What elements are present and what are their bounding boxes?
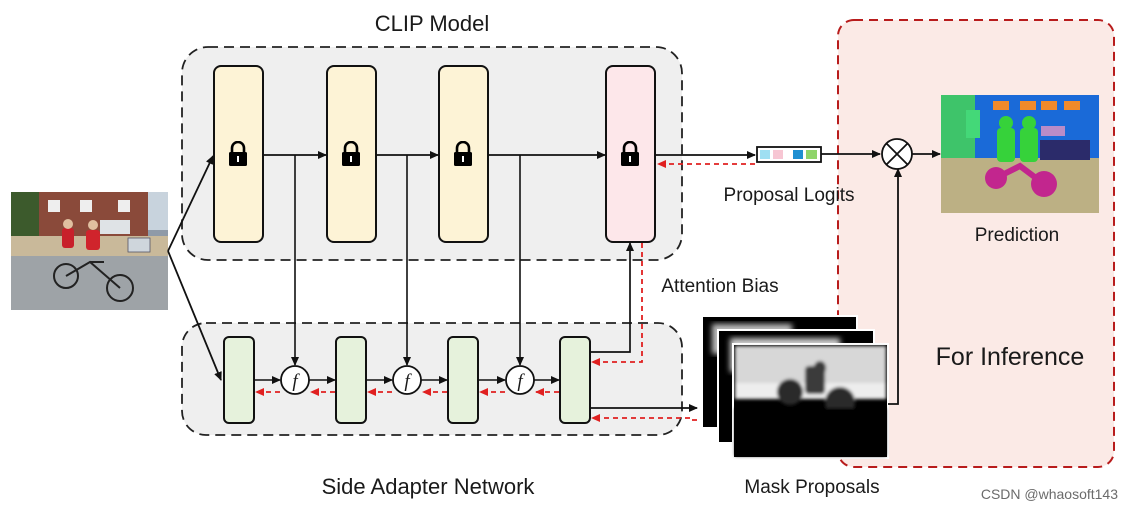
input-image bbox=[11, 192, 168, 310]
side-adapter-network-group bbox=[181, 322, 683, 436]
svg-text:f: f bbox=[404, 371, 412, 392]
san-block-1 bbox=[223, 336, 255, 424]
mask-proposals-label: Mask Proposals bbox=[744, 477, 879, 498]
attention-bias-label: Attention Bias bbox=[661, 276, 778, 297]
fusion-f-icon: f bbox=[280, 365, 310, 395]
prediction-image bbox=[941, 95, 1099, 213]
svg-text:f: f bbox=[517, 371, 525, 392]
clip-model-title: CLIP Model bbox=[375, 11, 490, 36]
side-adapter-network-title: Side Adapter Network bbox=[322, 474, 536, 499]
prediction-label: Prediction bbox=[975, 225, 1060, 246]
circle-times-icon bbox=[881, 138, 913, 170]
watermark: CSDN @whaosoft143 bbox=[981, 486, 1118, 502]
fusion-f-icon: f bbox=[505, 365, 535, 395]
svg-text:f: f bbox=[292, 371, 300, 392]
fusion-f-icon: f bbox=[392, 365, 422, 395]
san-block-2 bbox=[335, 336, 367, 424]
for-inference-label: For Inference bbox=[936, 343, 1085, 371]
proposal-logits-vector bbox=[756, 146, 822, 163]
mask-proposals-stack bbox=[701, 315, 889, 459]
proposal-logits-label: Proposal Logits bbox=[724, 185, 855, 206]
san-block-3 bbox=[447, 336, 479, 424]
san-block-4 bbox=[559, 336, 591, 424]
